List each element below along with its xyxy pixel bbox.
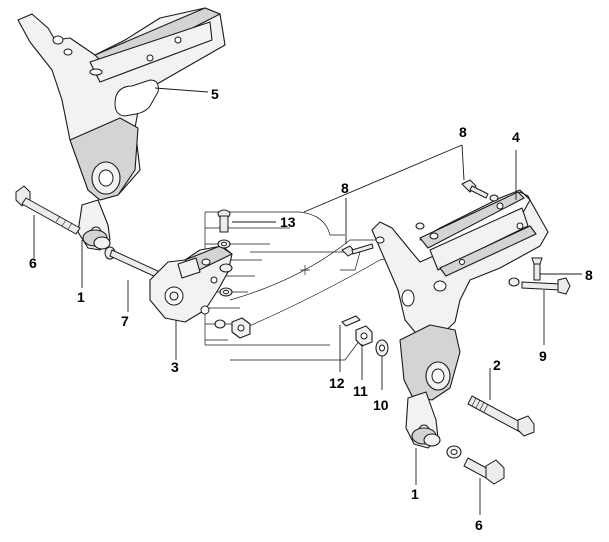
- part-1-mount-right: [411, 427, 441, 447]
- leader-lines: [33, 87, 582, 515]
- part-3-middle-bracket: [149, 245, 233, 323]
- callout-3: 3: [171, 359, 179, 375]
- callout-7: 7: [121, 313, 129, 329]
- part-5-bracket-assembly: [17, 7, 226, 251]
- part-10-washer: [375, 339, 389, 357]
- callout-8-top: 8: [459, 124, 467, 140]
- centre-guide-lines: [204, 211, 403, 361]
- callout-8-right: 8: [585, 267, 593, 283]
- callout-labels: 5 6 1 7 3 13 8 8 4 8 9 2 10 11 12 1 6: [29, 86, 593, 533]
- part-1-mount-left: [82, 229, 111, 250]
- callout-8-middle: 8: [341, 180, 349, 196]
- part-4-right-frame: [371, 189, 549, 449]
- callout-1-left: 1: [77, 289, 85, 305]
- callout-4: 4: [512, 129, 520, 145]
- part-9-bolt: [508, 277, 571, 295]
- part-11-nut: [355, 325, 373, 347]
- part-6-bolt-right: [446, 445, 505, 485]
- callout-1-right: 1: [411, 486, 419, 502]
- callout-12: 12: [329, 375, 345, 391]
- callout-6-left: 6: [29, 255, 37, 271]
- callout-11: 11: [353, 383, 368, 399]
- callout-5: 5: [211, 86, 219, 102]
- part-12-clip: [341, 315, 361, 327]
- part-7-long-bolt: [104, 246, 161, 279]
- callout-6-right: 6: [475, 517, 483, 533]
- nut-middle: [214, 317, 251, 339]
- callout-13: 13: [280, 214, 296, 230]
- callout-2: 2: [493, 357, 501, 373]
- callout-10: 10: [373, 397, 389, 413]
- part-6-bolt-left: [15, 185, 81, 235]
- part-13-small-bolt: [217, 209, 233, 297]
- part-2-bolt: [467, 395, 535, 437]
- part-8-small-bolts: [341, 179, 543, 281]
- callout-9: 9: [539, 348, 547, 364]
